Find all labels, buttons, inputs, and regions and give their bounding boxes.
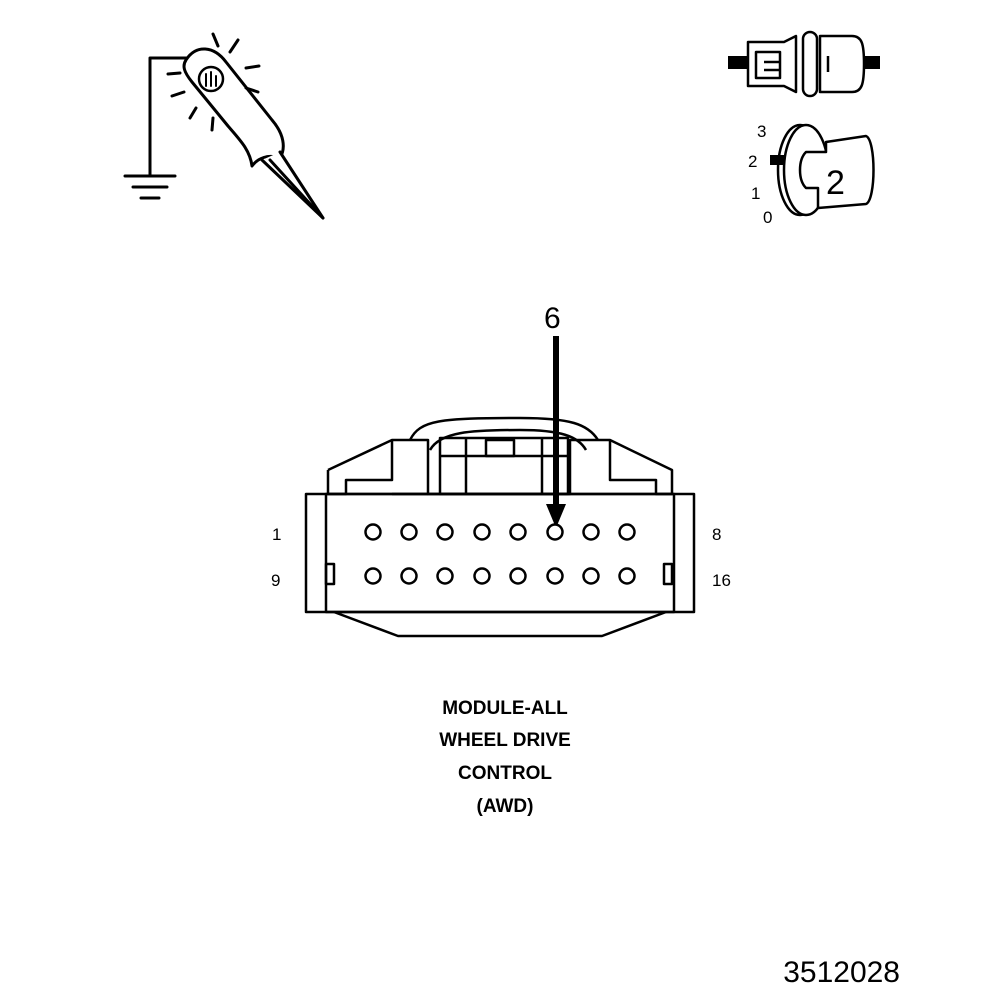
connector-pins-row-1 — [364, 523, 636, 541]
disconnect-connector-icon — [728, 30, 880, 98]
ground-wire — [148, 56, 190, 178]
connector-pin — [618, 523, 636, 541]
connector-caption-line-4: (AWD) — [477, 796, 534, 817]
pin-label-bottom-right: 16 — [712, 571, 731, 590]
connector-pin — [582, 567, 600, 585]
key-position-label-3: 3 — [757, 122, 766, 141]
connector-pin — [364, 567, 382, 585]
connector-pin — [473, 523, 491, 541]
key-position-label-0: 0 — [763, 208, 772, 227]
connector-caption-line-3: CONTROL — [458, 763, 552, 784]
figure-id: 3512028 — [783, 956, 900, 989]
connector-pins-row-2 — [364, 567, 636, 585]
pin-label-top-left: 1 — [272, 525, 281, 544]
key-position-label-2: 2 — [748, 152, 757, 171]
connector-housing — [304, 416, 696, 638]
connector-pin — [546, 567, 564, 585]
connector-caption-line-1: MODULE-ALL — [442, 698, 568, 719]
key-position-label-1: 1 — [751, 184, 760, 203]
light-rays-icon — [166, 32, 261, 132]
connector-pin — [546, 523, 564, 541]
pin-label-top-right: 8 — [712, 525, 721, 544]
ignition-key-icon — [770, 123, 875, 217]
connector-pin — [509, 523, 527, 541]
test-light-icon — [123, 32, 325, 220]
connector-pin — [582, 523, 600, 541]
connector-pin — [400, 523, 418, 541]
connector-pin — [618, 567, 636, 585]
connector-pin — [364, 523, 382, 541]
ground-symbol-icon — [123, 174, 177, 200]
connector-pin — [400, 567, 418, 585]
probe-body — [182, 47, 285, 168]
callout-arrow — [546, 336, 566, 528]
key-selected-position: 2 — [826, 164, 845, 202]
connector-caption-line-2: WHEEL DRIVE — [439, 730, 571, 751]
connector-pin — [436, 523, 454, 541]
connector-pin — [473, 567, 491, 585]
connector-pin — [436, 567, 454, 585]
callout-pin-number: 6 — [544, 302, 561, 335]
connector-pin — [509, 567, 527, 585]
pin-label-bottom-left: 9 — [271, 571, 280, 590]
